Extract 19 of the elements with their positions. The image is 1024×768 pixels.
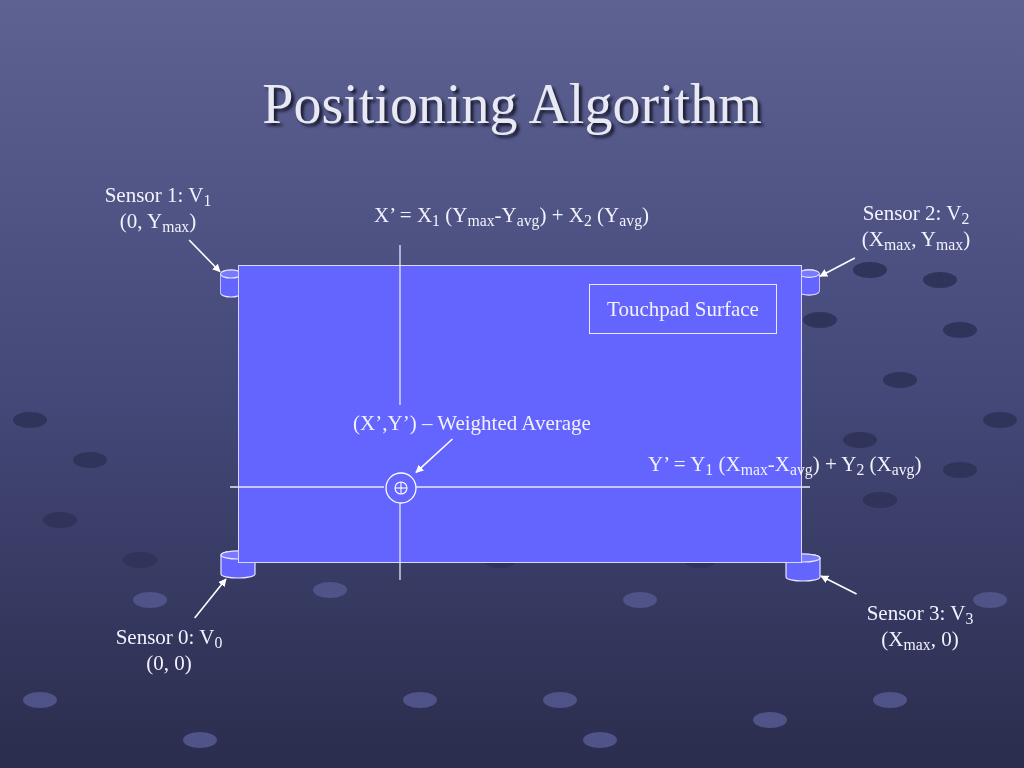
formula: Y’ = Y$_{1}$ (X$_{max}$-X$_{avg}$) + Y$_{2}$ (X$_{avg}$)	[648, 451, 922, 481]
sensor-label: (0, Y$_{max}$)	[119, 208, 197, 235]
sensor-label: (0, 0)	[146, 650, 192, 677]
sensor-label: (X$_{max}$, Y$_{max}$)	[861, 226, 971, 253]
sensor-label: Sensor 0: V$_{0}$	[115, 623, 223, 650]
title: Positioning Algorithm	[261, 72, 763, 137]
sensor-label: (X$_{max}$, 0)	[881, 626, 959, 653]
arrow	[820, 575, 858, 595]
target-circle	[385, 472, 417, 504]
sensor-label: (X’,Y’) – Weighted Average	[353, 409, 591, 437]
sensor-label: Sensor 1: V$_{1}$	[104, 181, 212, 208]
formula: X’ = X$_{1}$ (Y$_{max}$-Y$_{avg}$) + X$_{2}$ (Y$_{avg}$)	[374, 202, 649, 232]
arrow	[188, 239, 221, 273]
label-box: Touchpad Surface	[589, 284, 777, 334]
arrow	[415, 438, 454, 474]
arrow	[193, 578, 227, 619]
arrow	[819, 257, 856, 278]
sensor-label: Sensor 2: V$_{2}$	[862, 199, 970, 226]
sensor-label: Sensor 3: V$_{3}$	[866, 599, 974, 626]
